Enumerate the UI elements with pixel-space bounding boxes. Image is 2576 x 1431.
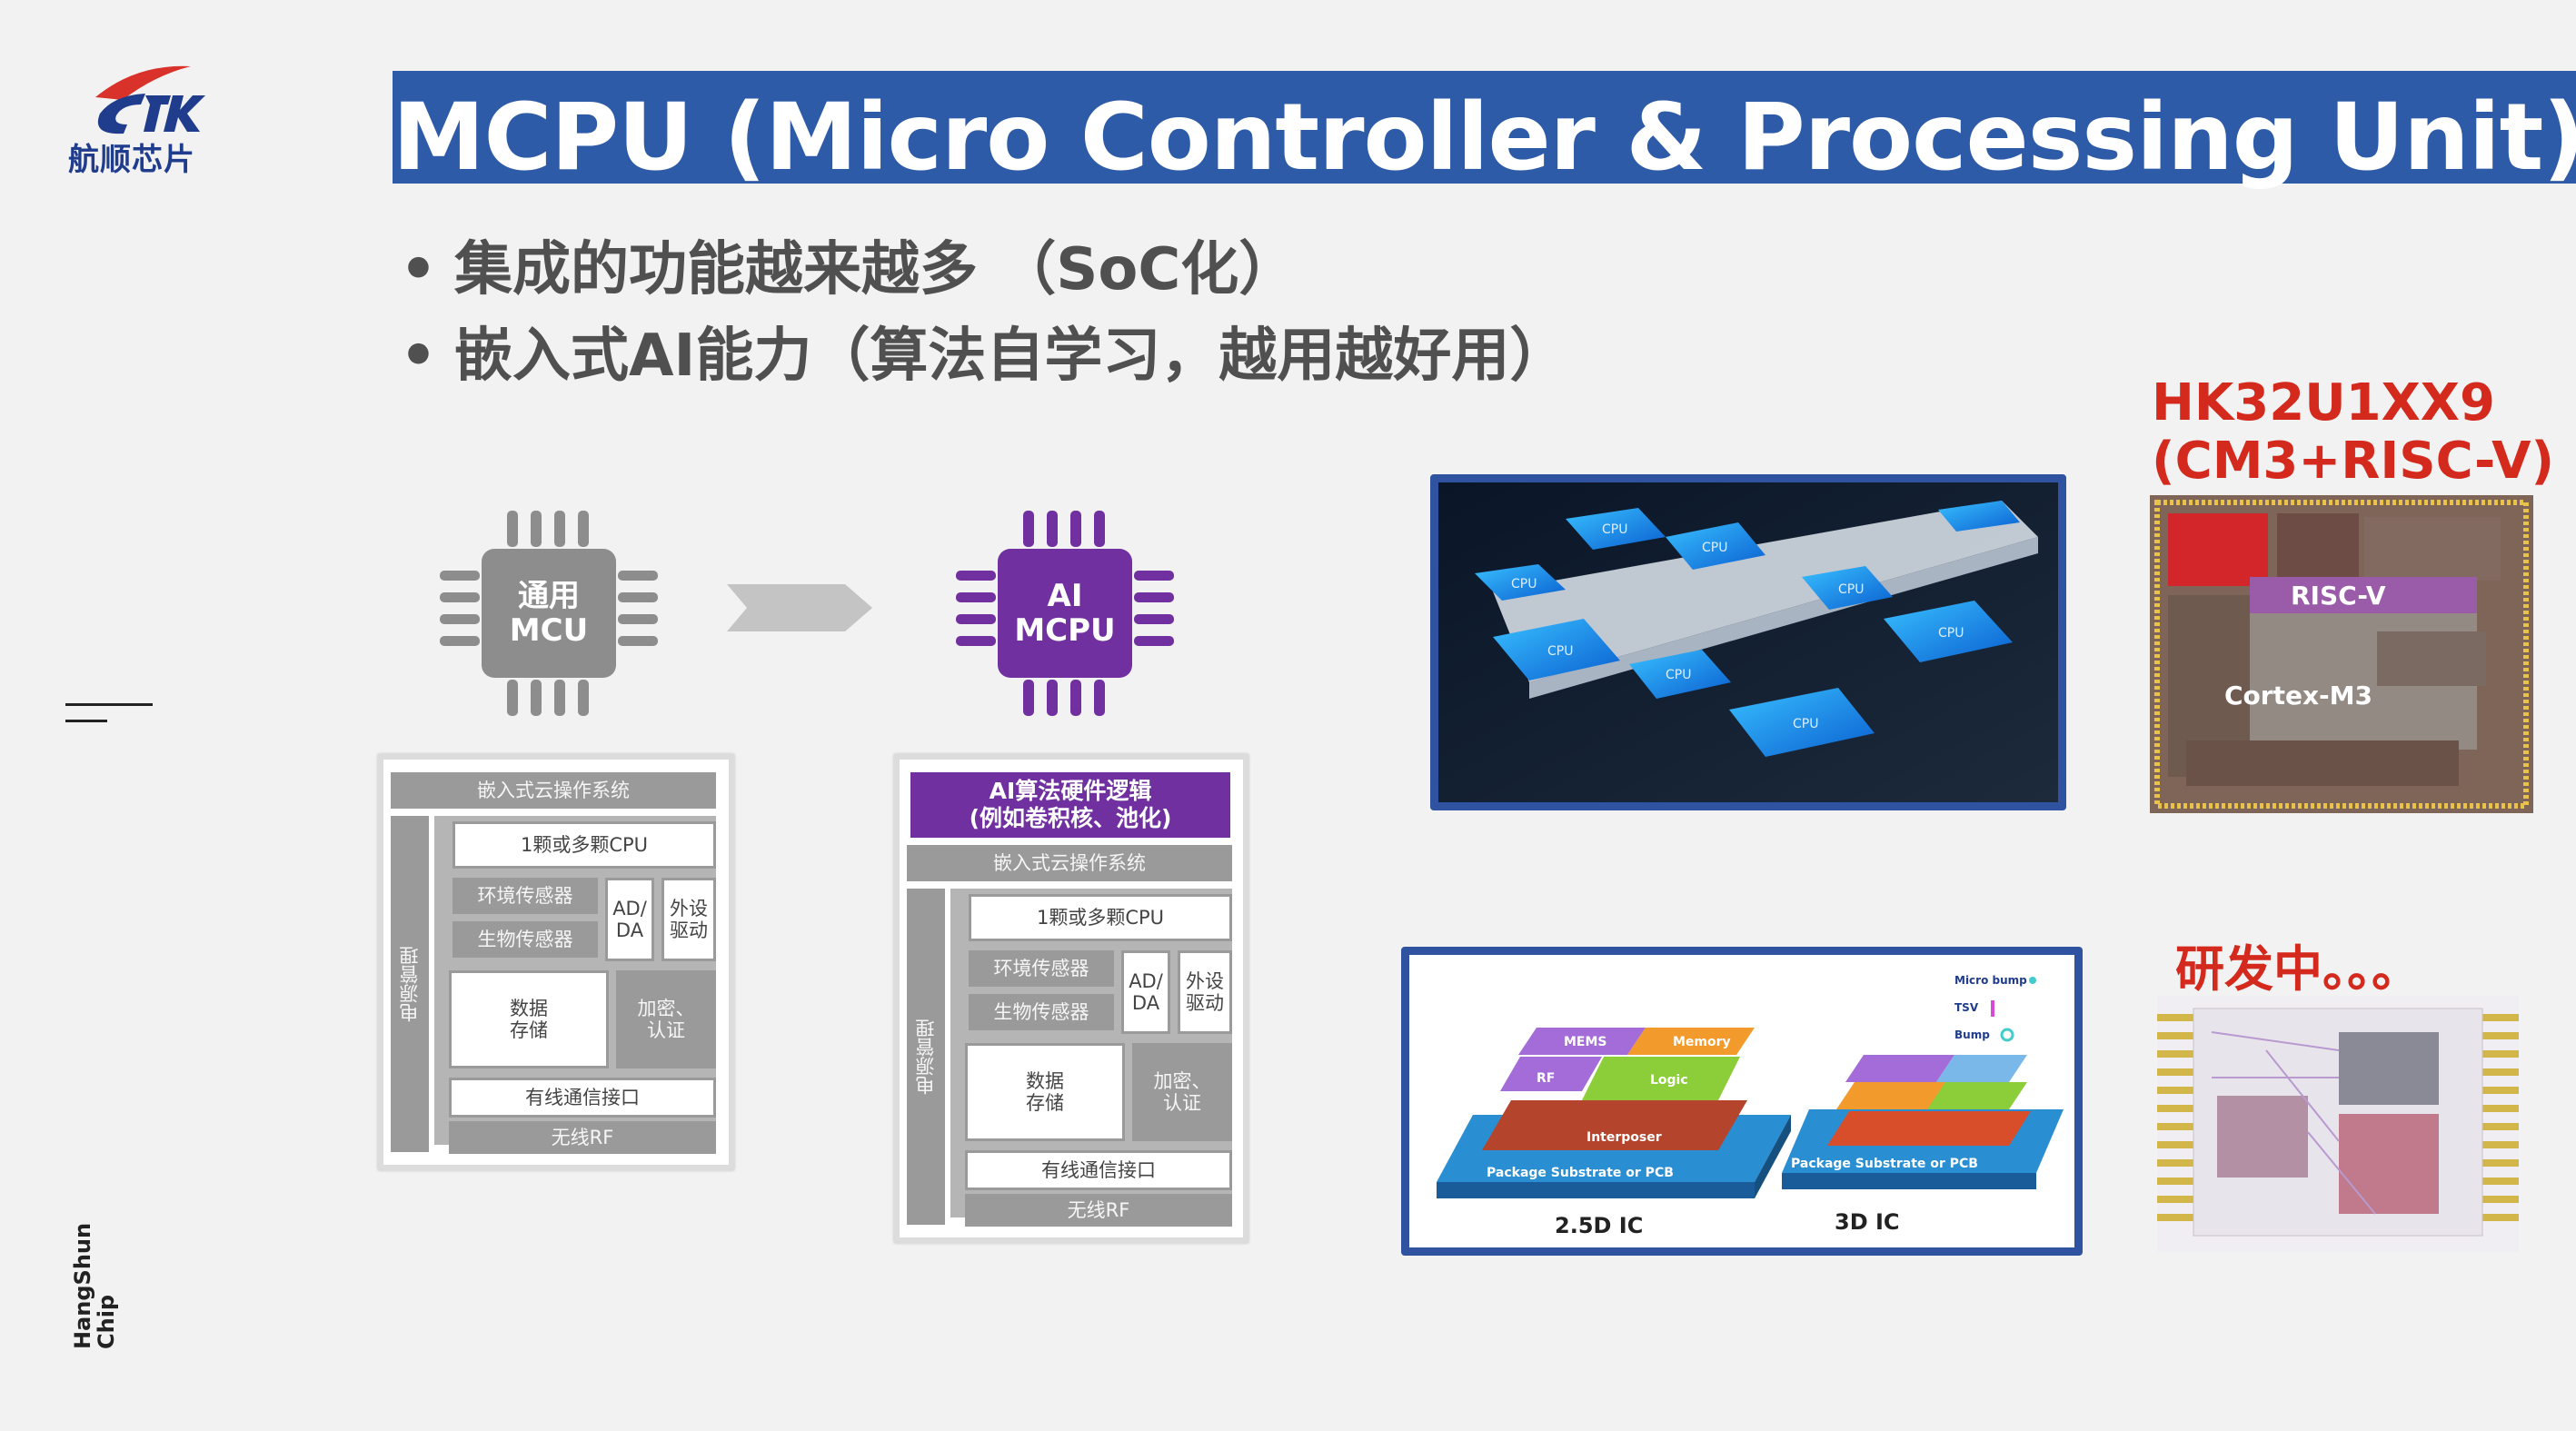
bio-sensor-block: 生物传感器 — [453, 921, 598, 958]
cpu-block: 1颗或多颗CPU — [453, 821, 716, 869]
package-xray-illustration — [2157, 996, 2519, 1252]
os-block: 嵌入式云操作系统 — [907, 845, 1232, 881]
svg-text:CPU: CPU — [1602, 522, 1627, 537]
company-logo-icon — [95, 65, 205, 134]
cpu-block: 1颗或多颗CPU — [969, 894, 1232, 941]
svg-text:CPU: CPU — [1838, 582, 1864, 597]
svg-text:CPU: CPU — [1702, 541, 1727, 555]
svg-text:MEMS: MEMS — [1564, 1035, 1607, 1049]
ai-logic-block: AI算法硬件逻辑(例如卷积核、池化) — [910, 772, 1230, 838]
os-block: 嵌入式云操作系统 — [391, 772, 716, 809]
dev-status: 研发中。。。 — [2175, 940, 2421, 998]
svg-text:Cortex-M3: Cortex-M3 — [2224, 681, 2372, 711]
peripheral-block: 外设驱动 — [1178, 950, 1232, 1034]
die-photo-illustration: RISC-V Cortex-M3 — [2150, 495, 2533, 813]
power-block: 电源管理 — [391, 816, 429, 1152]
svg-text:CPU: CPU — [1793, 717, 1818, 731]
svg-text:CPU: CPU — [1938, 626, 1964, 641]
svg-text:Memory: Memory — [1673, 1035, 1731, 1049]
adda-block: AD/DA — [1121, 950, 1170, 1034]
multi-cpu-illustration: CPU CPU CPU CPU CPU CPU CPU CPU — [1438, 482, 2058, 802]
env-sensor-block: 环境传感器 — [453, 878, 598, 914]
side-divider — [65, 720, 107, 722]
multi-cpu-image: CPU CPU CPU CPU CPU CPU CPU CPU — [1430, 474, 2066, 810]
crypto-block: 加密、认证 — [1132, 1043, 1232, 1141]
ic-packaging-illustration: MEMS Memory RF Logic Interposer Package … — [1409, 955, 2074, 1247]
die-photo: RISC-V Cortex-M3 — [2150, 495, 2533, 813]
wired-interface-block: 有线通信接口 — [449, 1078, 716, 1118]
crypto-block: 加密、认证 — [616, 970, 716, 1068]
title-bar — [393, 71, 2576, 184]
ic-packaging-image: MEMS Memory RF Logic Interposer Package … — [1401, 947, 2083, 1256]
page-title: MCPU (Micro Controller & Processing Unit… — [393, 84, 2576, 192]
svg-text:RISC-V: RISC-V — [2291, 581, 2386, 611]
power-block: 电源管理 — [907, 889, 945, 1225]
ai-mcpu-block-diagram: AI算法硬件逻辑(例如卷积核、池化) 嵌入式云操作系统 电源管理 1颗或多颗CP… — [894, 754, 1248, 1243]
svg-text:Logic: Logic — [1650, 1073, 1688, 1088]
svg-text:2.5D IC: 2.5D IC — [1555, 1213, 1643, 1238]
svg-text:Interposer: Interposer — [1586, 1130, 1662, 1145]
svg-text:Bump: Bump — [1954, 1029, 1990, 1041]
adda-block: AD/DA — [605, 878, 654, 961]
arrow-right-icon — [727, 584, 872, 631]
svg-text:Package Substrate or PCB: Package Substrate or PCB — [1791, 1157, 1978, 1171]
storage-block: 数据存储 — [449, 970, 609, 1068]
svg-text:CPU: CPU — [1511, 577, 1537, 591]
storage-block: 数据存储 — [965, 1043, 1125, 1141]
svg-text:Micro bump: Micro bump — [1954, 974, 2027, 987]
bullet-item: •集成的功能越来越多 （SoC化） — [400, 236, 1298, 303]
svg-text:CPU: CPU — [1666, 668, 1691, 682]
svg-text:3D IC: 3D IC — [1835, 1209, 1900, 1235]
mcu-block-diagram: 嵌入式云操作系统 电源管理 1颗或多颗CPU 环境传感器 生物传感器 AD/DA… — [378, 754, 734, 1170]
svg-text:RF: RF — [1537, 1071, 1555, 1086]
package-xray-image — [2157, 996, 2519, 1252]
side-divider — [65, 703, 153, 706]
wireless-rf-block: 无线RF — [449, 1121, 716, 1154]
env-sensor-block: 环境传感器 — [969, 950, 1114, 987]
side-brand-text: HangShun Chip — [70, 1222, 119, 1349]
bullet-item: •嵌入式AI能力（算法自学习，越用越好用） — [400, 323, 1568, 390]
svg-text:CPU: CPU — [1547, 644, 1573, 659]
logo-text: 航顺芯片 — [68, 142, 195, 178]
wired-interface-block: 有线通信接口 — [965, 1150, 1232, 1190]
svg-text:TSV: TSV — [1954, 1001, 1979, 1014]
bio-sensor-block: 生物传感器 — [969, 994, 1114, 1030]
svg-text:Package Substrate or PCB: Package Substrate or PCB — [1487, 1166, 1674, 1180]
wireless-rf-block: 无线RF — [965, 1194, 1232, 1227]
peripheral-block: 外设驱动 — [661, 878, 716, 961]
product-name: HK32U1XX9 (CM3+RISC-V) — [2152, 373, 2555, 491]
